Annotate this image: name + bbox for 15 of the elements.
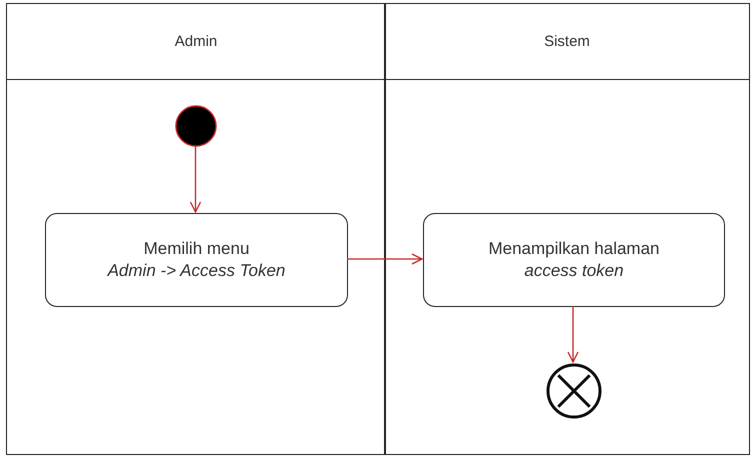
- action-text: Menampilkan halaman: [488, 239, 660, 259]
- arrow: [190, 146, 202, 213]
- action-text: Memilih menu: [144, 239, 250, 259]
- action-text: Admin -> Access Token: [108, 261, 286, 281]
- lane-title: Admin: [174, 33, 218, 50]
- arrow: [347, 253, 423, 265]
- flow-final-node: [546, 363, 602, 419]
- swimlane: [384, 3, 750, 455]
- action-text: access token: [524, 261, 624, 281]
- action-box: [423, 213, 725, 307]
- start-node: [175, 105, 217, 147]
- action-box: [45, 213, 348, 307]
- swimlane: [6, 3, 386, 455]
- arrow: [567, 306, 579, 363]
- lane-title: Sistem: [544, 33, 590, 50]
